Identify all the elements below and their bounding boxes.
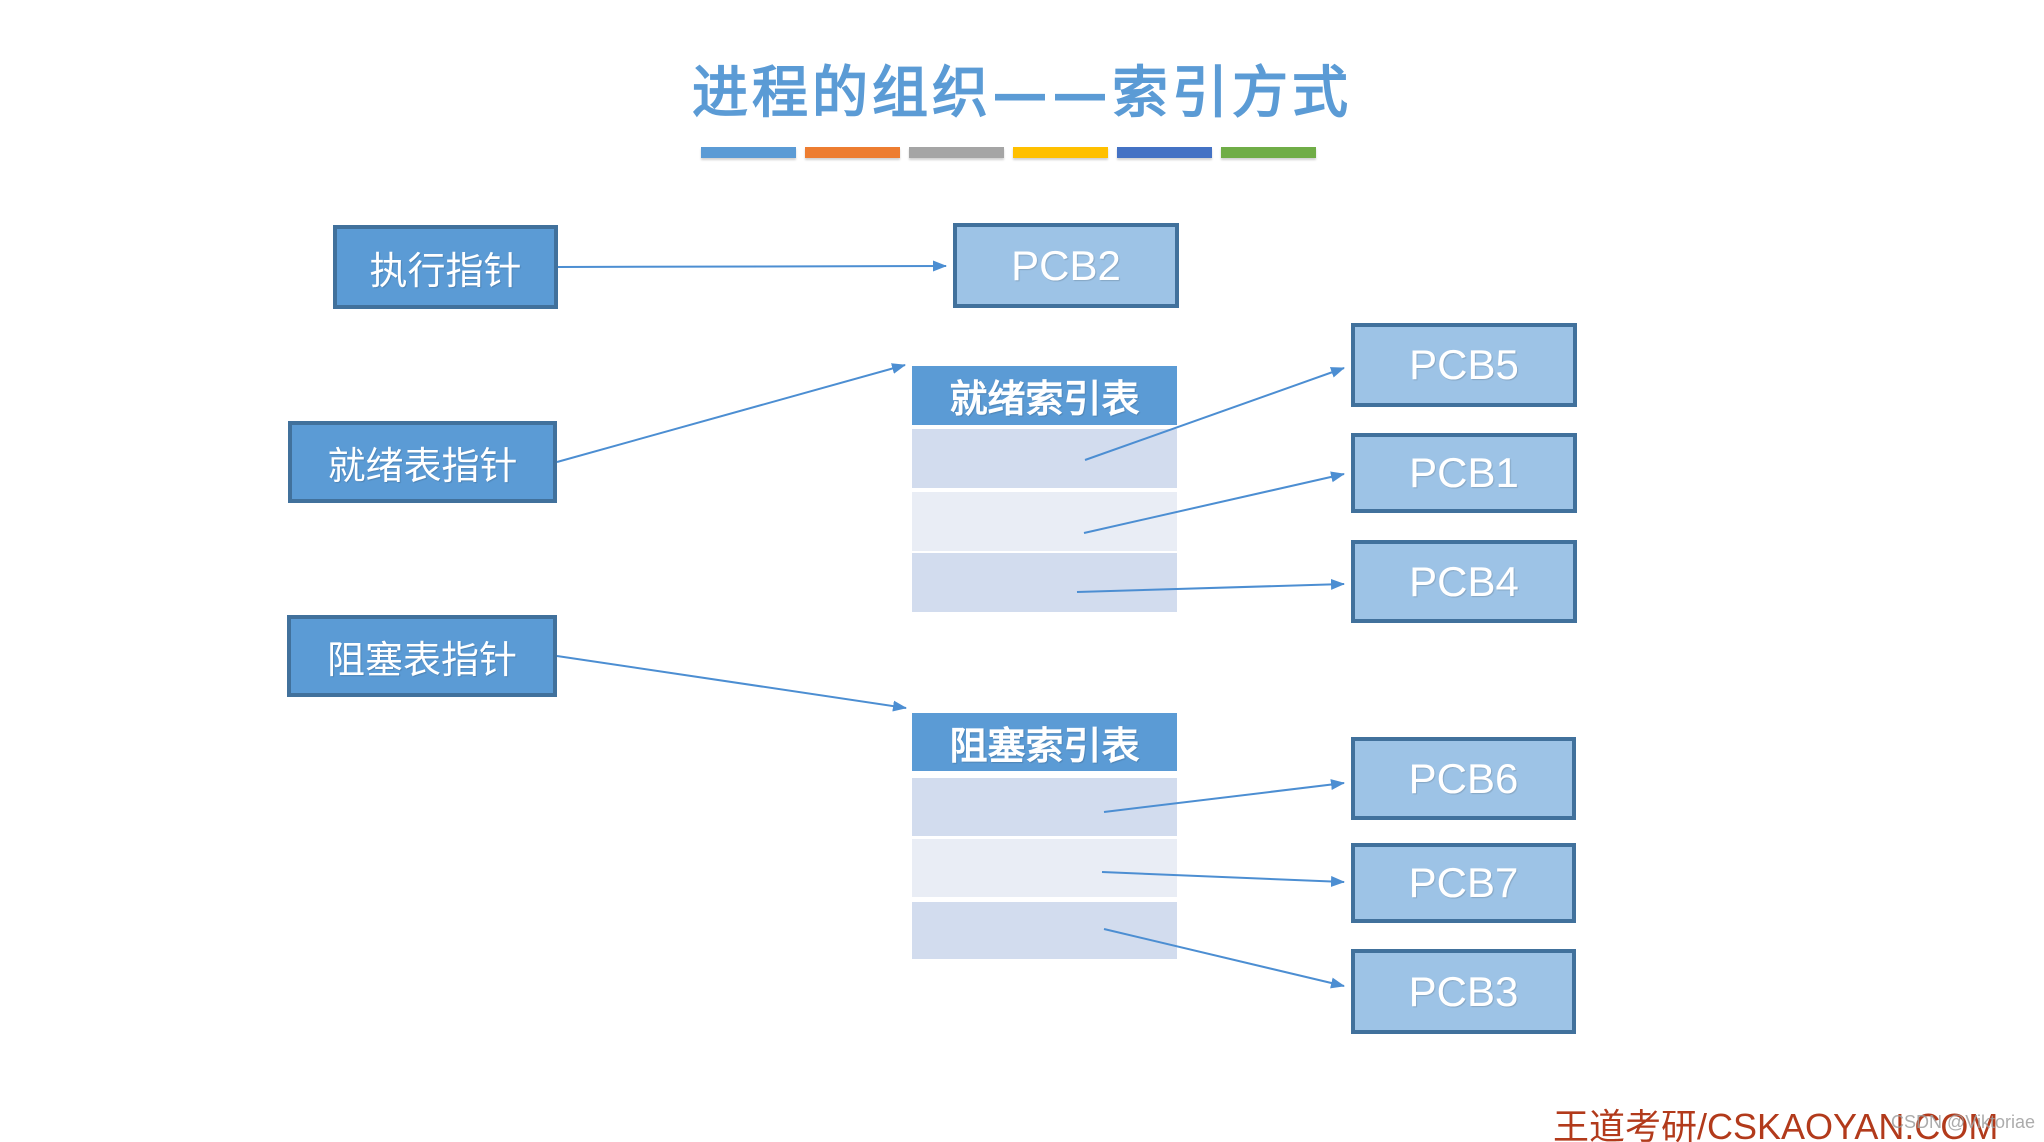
decor-bar-gray bbox=[909, 147, 1004, 158]
ready-table-row-3 bbox=[912, 553, 1177, 612]
blocked-table-row-1 bbox=[912, 778, 1177, 836]
blocked-table-row-2 bbox=[912, 839, 1177, 897]
pcb6-box: PCB6 bbox=[1351, 737, 1576, 820]
decor-bars bbox=[701, 147, 1316, 158]
ready-table-row-1 bbox=[912, 429, 1177, 488]
pcb2-box: PCB2 bbox=[953, 223, 1179, 308]
pcb3-box: PCB3 bbox=[1351, 949, 1576, 1034]
decor-bar-green bbox=[1221, 147, 1316, 158]
blocked-pointer-box: 阻塞表指针 bbox=[287, 615, 557, 697]
arrow-readyptr-to-table bbox=[556, 363, 906, 463]
slide-title: 进程的组织——索引方式 bbox=[692, 60, 1352, 126]
ready-pointer-box: 就绪表指针 bbox=[288, 421, 557, 503]
arrow-blockedptr-to-table bbox=[556, 655, 907, 712]
decor-bar-blue bbox=[701, 147, 796, 158]
ready-table-row-2 bbox=[912, 492, 1177, 551]
decor-bar-orange bbox=[805, 147, 900, 158]
blocked-table-header: 阻塞索引表 bbox=[912, 713, 1177, 771]
blocked-table-row-3 bbox=[912, 902, 1177, 959]
pcb1-box: PCB1 bbox=[1351, 433, 1577, 513]
decor-bar-gold bbox=[1013, 147, 1108, 158]
pcb7-box: PCB7 bbox=[1351, 843, 1576, 923]
arrow-exec-to-pcb2 bbox=[557, 260, 947, 272]
decor-bar-dark-blue bbox=[1117, 147, 1212, 158]
pcb5-box: PCB5 bbox=[1351, 323, 1577, 407]
ready-table-header: 就绪索引表 bbox=[912, 366, 1177, 425]
exec-pointer-box: 执行指针 bbox=[333, 225, 558, 309]
csdn-watermark: CSDN @Viktoriae bbox=[1891, 1112, 2035, 1132]
pcb4-box: PCB4 bbox=[1351, 540, 1577, 623]
brand-watermark: 王道考研/CSKAOYAN.COM bbox=[1553, 1106, 1999, 1142]
